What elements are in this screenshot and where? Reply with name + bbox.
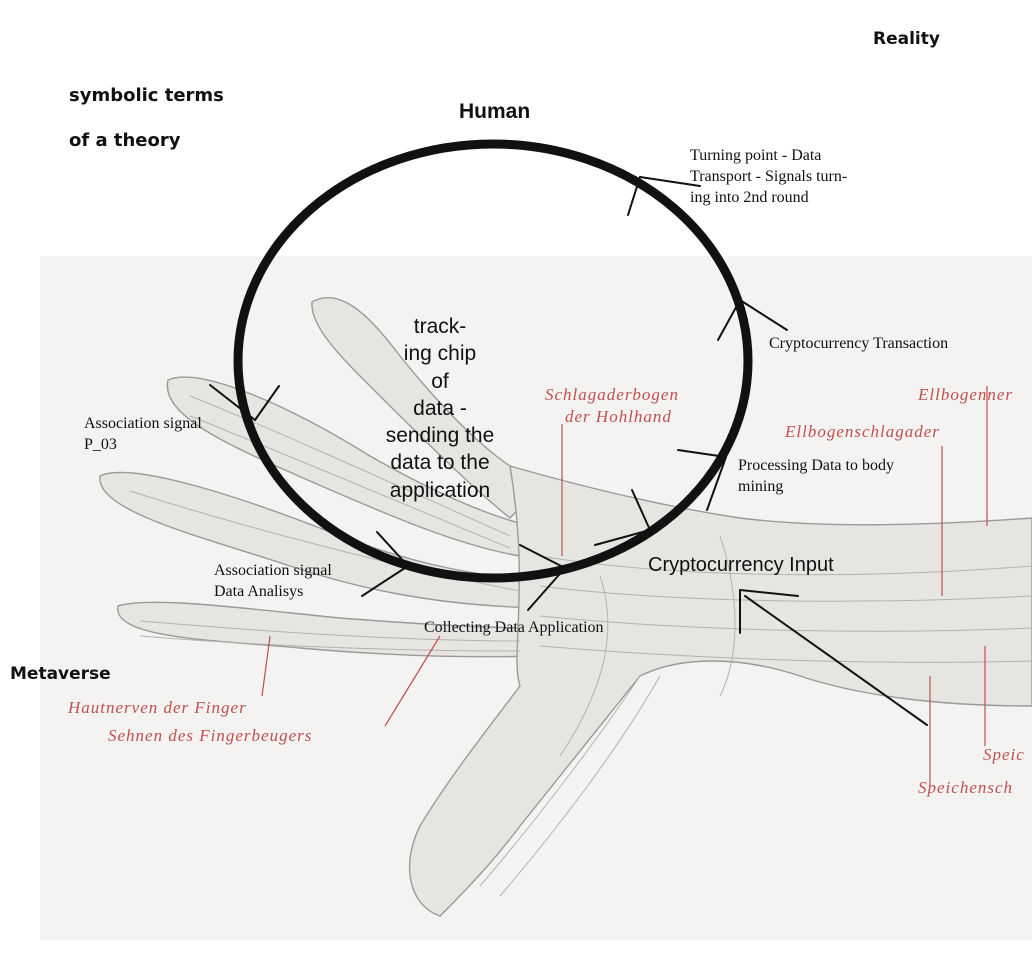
reality-label: Reality: [873, 28, 940, 50]
association-p03-tick: [255, 386, 279, 420]
crypto-transaction-tick: [718, 300, 740, 340]
input-arrow-shaft: [745, 596, 927, 725]
association-analysis-tick: [362, 566, 408, 596]
collecting-data-annotation: Collecting Data Application: [424, 618, 604, 639]
leader-lines: [210, 177, 927, 725]
processing-data-annotation: Processing Data to body mining: [738, 456, 894, 498]
title-line-1: symbolic terms: [69, 85, 224, 108]
collecting-tick-a: [520, 545, 565, 568]
association-analysis-annotation: Association signal Data Analisys: [214, 561, 332, 603]
turning-point-annotation: Turning point - Data Transport - Signals…: [690, 146, 847, 208]
crypto-transaction-annotation: Cryptocurrency Transaction: [769, 334, 948, 355]
association-p03-leader: [210, 385, 255, 420]
crypto-input-tick-a: [632, 490, 650, 530]
crypto-input-annotation: Cryptocurrency Input: [648, 552, 834, 578]
human-label: Human: [459, 98, 530, 125]
association-p03-annotation: Association signal P_03: [84, 414, 202, 456]
metaverse-label: Metaverse: [10, 663, 111, 685]
input-arrow-head-a: [740, 590, 798, 596]
title-line-2: of a theory: [69, 130, 224, 153]
tracking-chip-text: track- ing chip of data - sending the da…: [360, 313, 520, 504]
diagram-title: symbolic terms of a theory: [69, 62, 224, 175]
